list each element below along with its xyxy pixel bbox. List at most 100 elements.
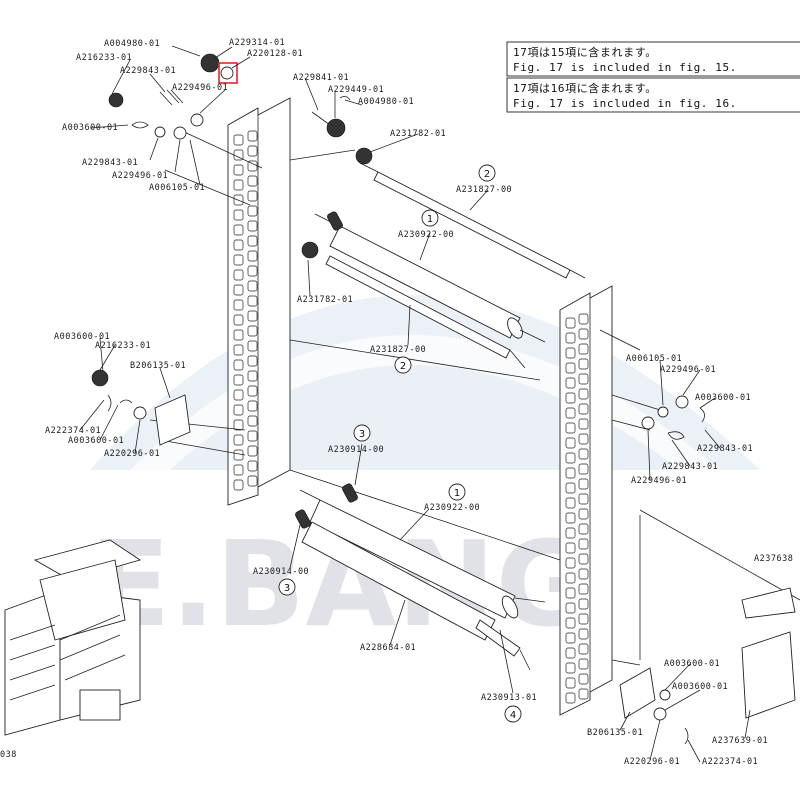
frame-hole [565, 347, 576, 359]
roller-a231827-lower [325, 255, 526, 369]
part-label: B206135-01 [130, 361, 186, 371]
frame-hole [233, 359, 244, 371]
frame-hole [247, 445, 258, 457]
bushing-icon [659, 689, 671, 701]
part-label: A216233-01 [76, 53, 132, 63]
frame-hole [578, 463, 589, 475]
note-1-english: Fig. 17 is included in fig. 15. [513, 61, 737, 74]
frame-hole [578, 403, 589, 415]
callout-4: 4 [504, 705, 522, 723]
gear-icon [91, 369, 109, 387]
frame-hole [233, 284, 244, 296]
frame-hole [247, 250, 258, 262]
roller-a230922-upper [314, 211, 546, 343]
frame-hole [233, 164, 244, 176]
frame-hole [233, 239, 244, 251]
right-side-frame [559, 285, 613, 716]
part-label: A230914-00 [253, 567, 309, 577]
frame-hole [578, 628, 589, 640]
note-2-english: Fig. 17 is included in fig. 16. [513, 97, 737, 110]
frame-hole [578, 553, 589, 565]
frame-hole [565, 452, 576, 464]
frame-hole [565, 332, 576, 344]
printer-illustration [4, 539, 142, 736]
frame-hole [247, 220, 258, 232]
bushing-icon [675, 395, 689, 409]
bushing-icon [173, 126, 187, 140]
frame-hole [565, 512, 576, 524]
frame-hole [565, 377, 576, 389]
frame-hole [565, 362, 576, 374]
callout-3a: 3 [353, 424, 371, 442]
part-label: A229843-01 [120, 66, 176, 76]
frame-hole [578, 478, 589, 490]
svg-text:2: 2 [400, 361, 406, 372]
part-label: A229314-01 [229, 38, 285, 48]
frame-hole [247, 145, 258, 157]
frame-hole [233, 389, 244, 401]
part-label: A220296-01 [624, 757, 680, 767]
assembly-line-1 [179, 129, 263, 169]
callout-2a: 2 [478, 164, 496, 182]
part-label: A230913-01 [481, 693, 537, 703]
bushing-icon [190, 113, 204, 127]
note-box-2-frame [506, 77, 800, 113]
bracket-b206135-icon [154, 394, 191, 446]
pin-icon [159, 89, 184, 106]
part-label: A220296-01 [104, 449, 160, 459]
part-label: A004980-01 [358, 97, 414, 107]
frame-hole [247, 235, 258, 247]
frame-hole [247, 400, 258, 412]
right-frame-holes [565, 313, 589, 704]
frame-hole [233, 209, 244, 221]
part-label: A231782-01 [297, 295, 353, 305]
frame-hole [578, 328, 589, 340]
highlight-box [218, 62, 238, 84]
frame-hole [247, 385, 258, 397]
frame-hole [233, 179, 244, 191]
frame-hole [247, 205, 258, 217]
part-label: A003600-01 [54, 332, 110, 342]
frame-hole [578, 583, 589, 595]
gear-icon [326, 118, 346, 138]
frame-hole [247, 310, 258, 322]
svg-text:3: 3 [359, 429, 365, 440]
bushing-icon [657, 406, 669, 418]
part-label: B206135-01 [587, 728, 643, 738]
frame-hole [565, 437, 576, 449]
frame-hole [247, 175, 258, 187]
part-label: A003600-01 [695, 393, 751, 403]
frame-hole [578, 433, 589, 445]
clip-icon [119, 399, 133, 404]
roller-a230922-lower [299, 483, 546, 619]
frame-hole [247, 460, 258, 472]
frame-hole [565, 542, 576, 554]
assembly-line-6 [159, 439, 246, 456]
part-label: A003600-01 [62, 123, 118, 133]
roller-a228684 [295, 509, 496, 641]
frame-hole [578, 343, 589, 355]
svg-text:1: 1 [427, 214, 433, 225]
gear-icon [355, 147, 373, 165]
frame-hole [565, 662, 576, 674]
frame-hole [233, 404, 244, 416]
frame-hole [578, 643, 589, 655]
frame-hole [578, 493, 589, 505]
frame-hole [565, 647, 576, 659]
part-label: A003600-01 [672, 682, 728, 692]
part-label: A216233-01 [95, 341, 151, 351]
bushing-icon [653, 707, 667, 721]
frame-hole [233, 314, 244, 326]
assembly-line-13 [599, 329, 641, 351]
frame-hole [578, 598, 589, 610]
frame-hole [247, 325, 258, 337]
frame-hole [578, 688, 589, 700]
svg-text:2: 2 [484, 169, 490, 180]
frame-hole [233, 374, 244, 386]
frame-hole [565, 632, 576, 644]
part-label: A237638 [754, 554, 793, 564]
clip-icon [107, 394, 112, 412]
frame-hole [565, 422, 576, 434]
leader-lines [79, 45, 751, 763]
